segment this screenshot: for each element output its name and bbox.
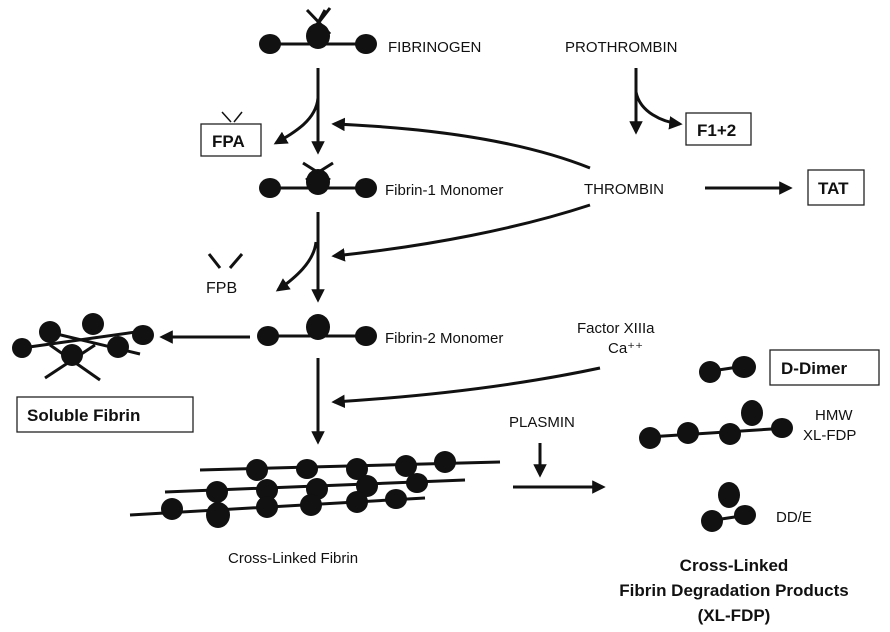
tat-box xyxy=(807,169,865,206)
fibrin2-molecule xyxy=(257,314,377,346)
fibrinogen-molecule xyxy=(259,7,377,54)
dde-molecule xyxy=(701,482,756,532)
fibrinogen-label: FIBRINOGEN xyxy=(388,39,481,56)
d-dimer-molecule xyxy=(699,356,756,383)
thrombin-to-fpb-arrow xyxy=(331,203,591,262)
xlfdp-title-line3: (XL-FDP) xyxy=(698,606,771,625)
fpb-release-arrow xyxy=(275,241,318,292)
xlfdp-small-label: XL-FDP xyxy=(803,427,856,444)
soluble-fibrin-molecule xyxy=(12,313,154,382)
tat-label: TAT xyxy=(818,179,849,198)
thrombin-to-fpa-arrow xyxy=(331,117,591,170)
f12-box xyxy=(685,112,752,146)
fibrin2-label: Fibrin-2 Monomer xyxy=(385,330,503,347)
fpa-release-arrow xyxy=(273,97,320,145)
fibrin1-label: Fibrin-1 Monomer xyxy=(385,182,503,199)
dde-label: DD/E xyxy=(776,509,812,526)
soluble-fibrin-label: Soluble Fibrin xyxy=(27,406,140,425)
prothrombin-label: PROTHROMBIN xyxy=(565,39,678,56)
f12-label: F1+2 xyxy=(697,121,736,140)
hmw-xlfdp-molecule xyxy=(639,400,793,449)
plasmin-label: PLASMIN xyxy=(509,414,575,431)
cross-linked-fibrin-label: Cross-Linked Fibrin xyxy=(228,550,358,567)
soluble-fibrin-box xyxy=(16,396,194,433)
d-dimer-box xyxy=(769,349,880,386)
fpb-fragment xyxy=(207,253,244,269)
xlfdp-title-line2: Fibrin Degradation Products xyxy=(619,581,849,600)
thrombin-label: THROMBIN xyxy=(584,181,664,198)
fpa-label: FPA xyxy=(212,132,245,151)
fpa-box xyxy=(200,123,262,157)
f12-release-arrow xyxy=(634,91,683,130)
cross-linked-fibrin-molecule xyxy=(129,451,501,528)
fpa-fragment xyxy=(221,111,243,123)
xlfdp-title-line1: Cross-Linked xyxy=(680,556,789,575)
d-dimer-label: D-Dimer xyxy=(781,359,848,378)
fpb-label: FPB xyxy=(206,280,237,297)
hmw-label: HMW xyxy=(815,407,853,424)
calcium-label: Ca⁺⁺ xyxy=(608,340,643,357)
fibrin1-molecule xyxy=(259,161,377,198)
factor-xiiia-label: Factor XIIIa xyxy=(577,320,655,337)
factor-xiiia-arrow xyxy=(331,366,601,409)
